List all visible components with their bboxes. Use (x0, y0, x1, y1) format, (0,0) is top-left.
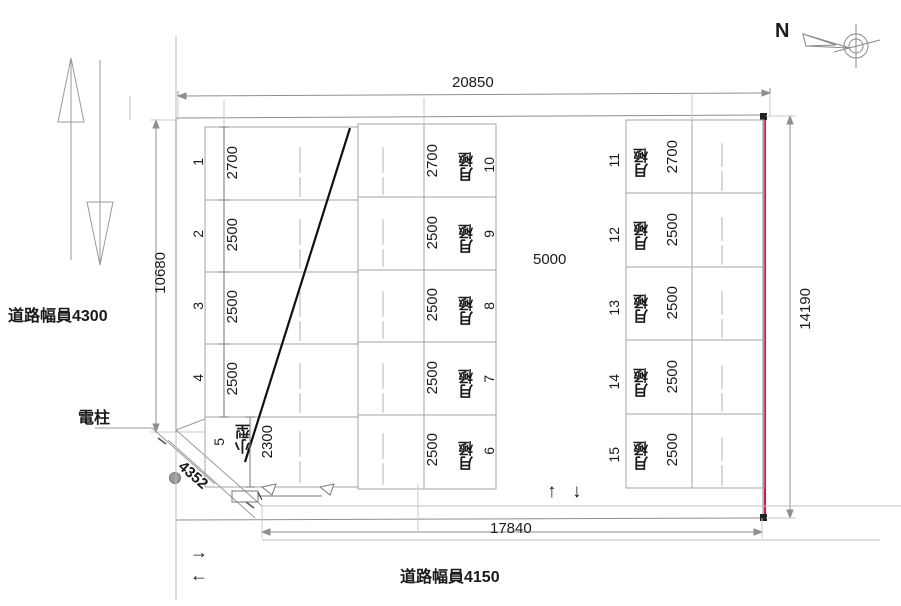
stall-width-3: 2500 (224, 290, 241, 324)
north-label: N (775, 20, 790, 42)
stall-type-8: 月極 (458, 296, 475, 326)
stall-number-2[interactable]: 2 (190, 230, 206, 238)
stall-width-4: 2500 (224, 362, 241, 396)
corner-marker-top (760, 113, 767, 120)
stall-width-6: 2500 (424, 433, 441, 467)
stall-number-13[interactable]: 13 (606, 300, 622, 316)
wheel-stop-marks (299, 143, 723, 486)
stall-width-7: 2500 (424, 361, 441, 395)
stall-number-5[interactable]: 5 (211, 438, 227, 446)
stall-width-10: 2700 (424, 144, 441, 178)
stall-width-13: 2500 (664, 286, 681, 320)
stall-type-13: 月極 (633, 294, 650, 324)
stall-width-15: 2500 (664, 433, 681, 467)
dim-diagonal-label: 4352 (174, 458, 212, 493)
stall-number-7[interactable]: 7 (481, 375, 497, 383)
entrance-arrow-left: ← (190, 565, 208, 585)
stall-type-11: 月極 (633, 148, 650, 178)
utility-pole-label: 電柱 (78, 410, 111, 427)
stall-number-6[interactable]: 6 (481, 447, 497, 455)
entrance-arrow-right: → (190, 542, 208, 562)
stall-number-12[interactable]: 12 (606, 227, 622, 243)
stall-number-10[interactable]: 10 (481, 157, 497, 173)
aisle-arrow-up: ↑ (547, 481, 557, 502)
left-road-label: 道路幅員4300 (8, 308, 108, 325)
north-arrow-compass (802, 24, 881, 68)
stall-number-11[interactable]: 11 (606, 153, 622, 168)
stall-type-14: 月極 (633, 368, 650, 398)
corner-marker-bottom (760, 514, 767, 521)
dim-bottom-label: 17840 (490, 520, 532, 537)
stall-number-9[interactable]: 9 (481, 230, 497, 238)
bottom-road-label: 道路幅員4150 (400, 569, 500, 586)
dim-top-label: 20850 (452, 74, 494, 91)
stall-width-9: 2500 (424, 216, 441, 250)
stall-type-10: 月極 (458, 152, 475, 182)
dim-center-aisle-label: 5000 (533, 251, 567, 268)
road-edges (129, 36, 901, 600)
stall-number-8[interactable]: 8 (481, 302, 497, 310)
compact-stall-label: 小型 (235, 424, 252, 454)
left-road-arrows (57, 57, 114, 266)
dim-top (176, 88, 772, 127)
stall-width-2: 2500 (224, 218, 241, 252)
stall-number-1[interactable]: 1 (190, 158, 206, 166)
dim-right-label: 14190 (797, 288, 814, 330)
stall-width-8: 2500 (424, 288, 441, 322)
stall-type-15: 月極 (633, 441, 650, 471)
stall-type-9: 月極 (458, 224, 475, 254)
dim-compact-width-label: 2300 (259, 425, 276, 459)
stall-type-12: 月極 (633, 221, 650, 251)
stall-width-14: 2500 (664, 360, 681, 394)
gate-barrier-symbols (231, 483, 335, 503)
stall-width-11: 2700 (664, 140, 681, 174)
stall-width-12: 2500 (664, 213, 681, 247)
stall-number-3[interactable]: 3 (190, 302, 206, 310)
stall-width-1: 2700 (224, 146, 241, 180)
diagonal-boundary-line (243, 127, 352, 463)
stall-number-15[interactable]: 15 (606, 447, 622, 463)
stall-number-14[interactable]: 14 (606, 374, 622, 390)
aisle-arrow-down: ↓ (572, 481, 582, 502)
dim-right (766, 114, 796, 520)
stall-type-6: 月極 (458, 441, 475, 471)
stall-number-4[interactable]: 4 (190, 374, 206, 382)
stall-type-7: 月極 (458, 369, 475, 399)
dim-left-label: 10680 (152, 252, 169, 294)
